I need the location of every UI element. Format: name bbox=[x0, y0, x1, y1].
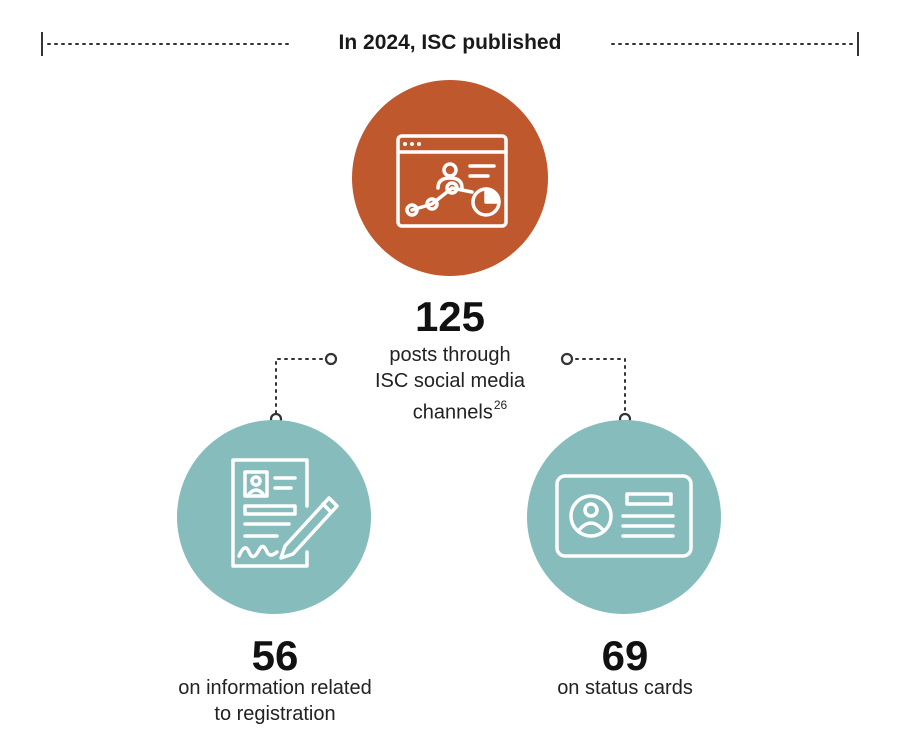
header-title: In 2024, ISC published bbox=[338, 31, 562, 54]
top-circle bbox=[352, 80, 548, 276]
left-desc-line2: to registration bbox=[214, 703, 336, 725]
right-desc-line1: on status cards bbox=[557, 677, 693, 699]
top-desc-line2: ISC social media bbox=[374, 370, 526, 392]
connector-left-node-top bbox=[324, 352, 338, 366]
connector-right-node-top bbox=[560, 352, 574, 366]
right-circle bbox=[527, 420, 721, 614]
analytics-dashboard-icon bbox=[396, 134, 508, 228]
connector-left bbox=[275, 358, 330, 418]
left-circle bbox=[177, 420, 371, 614]
connector-right bbox=[568, 358, 626, 418]
left-desc-line1: on information related bbox=[178, 677, 372, 699]
registration-document-icon bbox=[231, 458, 339, 568]
top-desc-line1: posts through bbox=[389, 344, 511, 366]
top-desc-line3: channels26 bbox=[390, 394, 530, 426]
footnote-ref: 26 bbox=[493, 398, 508, 412]
top-number: 125 bbox=[414, 293, 486, 340]
top-desc-channels: channels bbox=[412, 401, 493, 424]
right-number: 69 bbox=[601, 632, 649, 679]
left-number: 56 bbox=[251, 632, 299, 679]
id-card-icon bbox=[555, 474, 693, 558]
